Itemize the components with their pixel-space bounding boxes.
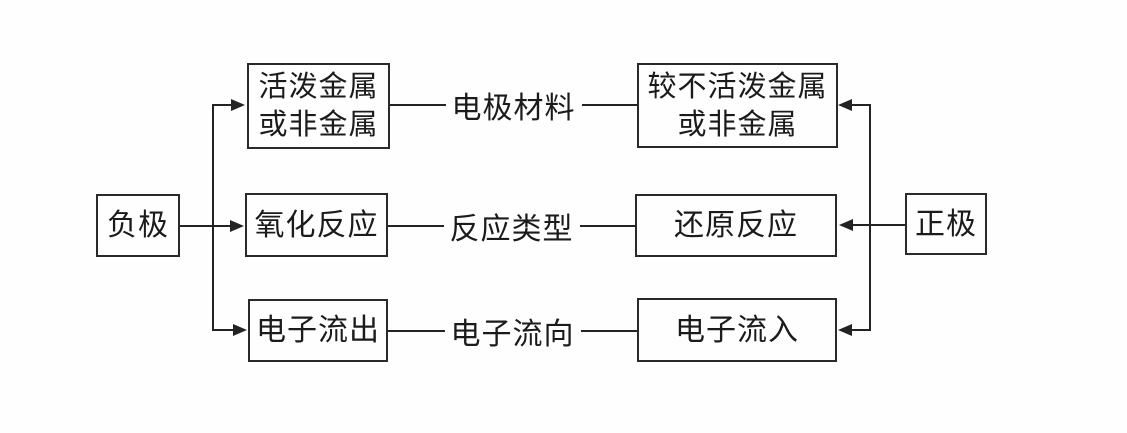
node-electron-outflow: 电子流出 [248,299,388,362]
arrowhead-to-oxidation-icon [230,220,244,232]
node-reduction-reaction: 还原反应 [635,194,837,257]
node-less-active-metal: 较不活泼金属 或非金属 [637,63,838,148]
arrowhead-to-electron-inflow-icon [838,324,852,336]
node-oxidation-reaction: 氧化反应 [245,193,388,257]
right-branch-vertical-line [869,104,871,331]
right-branch-bottom-line [852,329,871,331]
arrowhead-to-reduction-icon [839,219,853,231]
arrowhead-to-electron-outflow-icon [233,324,247,336]
connector-label-electron-flow-direction: 电子流向 [444,309,581,353]
arrowhead-to-less-active-metal-icon [838,99,852,111]
node-negative-electrode: 负极 [96,194,180,257]
connector-label-electrode-material: 电极材料 [445,83,582,127]
node-positive-electrode: 正极 [905,193,987,255]
negative-to-oxidation-line [180,225,231,227]
arrowhead-to-active-metal-icon [231,99,245,111]
right-branch-top-line [852,104,871,106]
left-branch-top-line [212,104,233,106]
left-branch-vertical-line [212,104,214,331]
node-electron-inflow: 电子流入 [637,298,837,362]
connector-reaction-type: 反应类型 [388,204,635,248]
left-branch-bottom-line [212,329,235,331]
connector-electrode-material: 电极材料 [390,83,637,127]
positive-to-reduction-line [853,224,905,226]
connector-label-reaction-type: 反应类型 [443,204,580,248]
node-active-metal: 活泼金属 或非金属 [247,63,390,149]
connector-electron-flow-direction: 电子流向 [388,309,637,353]
